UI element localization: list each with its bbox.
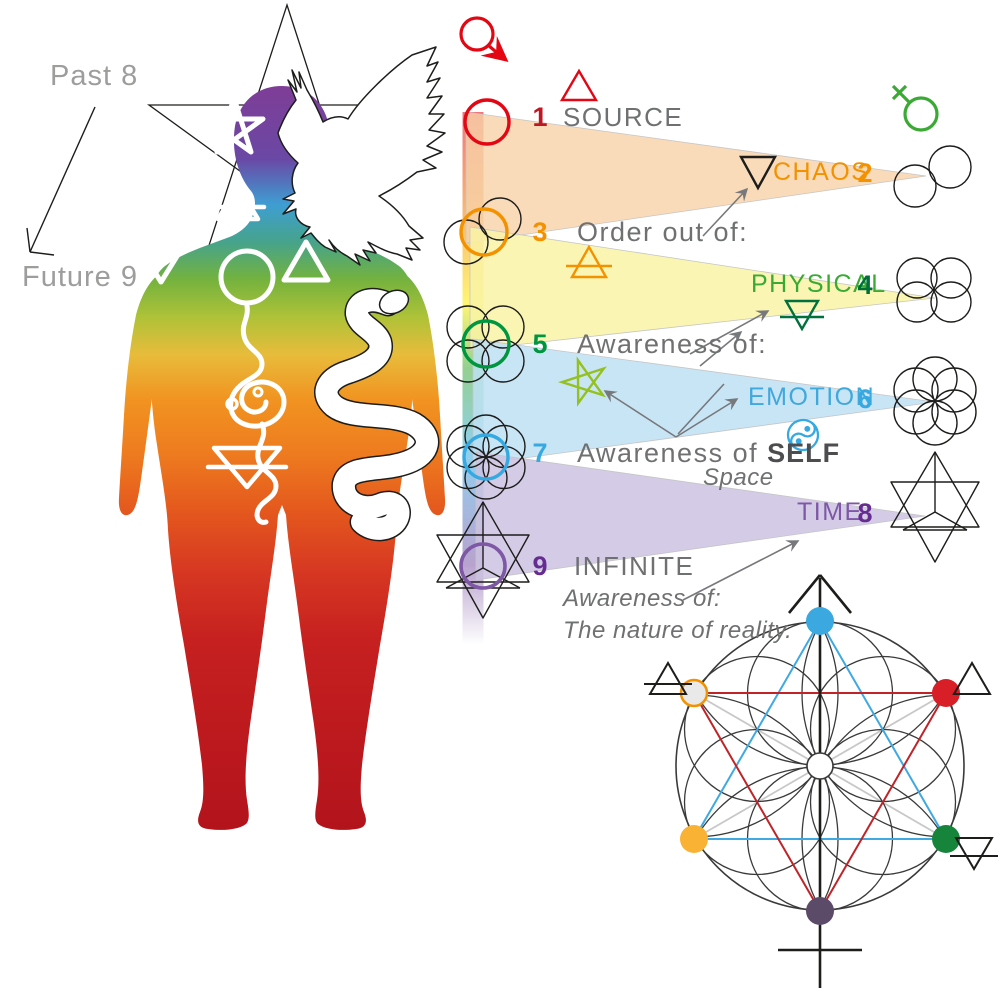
level-8-label: TIME	[797, 498, 863, 526]
cluster-4-circles	[896, 257, 972, 323]
mandala-center-circle	[806, 752, 834, 780]
level-7-label: Awareness of SELF	[577, 440, 840, 467]
level-5-number: 5	[532, 329, 548, 359]
level-3-label: Order out of:	[577, 217, 749, 247]
dot-blue	[806, 607, 834, 635]
fire-triangle-icon	[281, 239, 331, 283]
past-label: Past 8	[50, 60, 139, 92]
kundalini-serpent-icon	[225, 303, 287, 525]
past-future-arrow	[26, 106, 96, 256]
level-1-number: 1	[532, 102, 548, 132]
level-4-label: PHYSICAL	[751, 270, 887, 298]
level-9-sub1: Awareness of:	[563, 585, 722, 612]
cluster-8-merkaba	[890, 451, 980, 563]
venus-icon	[891, 84, 939, 132]
level-9-label: INFINITE	[574, 551, 695, 581]
level-7-label-prefix: Awareness of	[577, 438, 768, 468]
beam-source-chaos	[465, 111, 927, 244]
beam-order-physical	[469, 226, 936, 351]
cluster-2-vesica	[893, 145, 972, 208]
dot-purple	[806, 897, 834, 925]
yin-yang-icon	[786, 418, 820, 452]
dot-green	[932, 825, 960, 853]
level-5-label: Awareness of:	[577, 329, 768, 359]
chest-circle-icon	[218, 248, 276, 306]
circle-clusters-left	[436, 98, 530, 619]
throat-air-triangle-icon	[209, 183, 267, 222]
dot-red	[932, 679, 960, 707]
snake-icon	[314, 287, 440, 542]
beam-self-time	[475, 451, 926, 581]
air-triangle-order-icon	[566, 244, 612, 279]
level-9-sub2: The nature of reality.	[563, 617, 793, 644]
circle-clusters-right	[890, 145, 980, 563]
beam-awareness-emotion	[472, 338, 936, 466]
genesis-mandala	[644, 574, 998, 988]
level-2-number: 2	[857, 158, 873, 188]
cluster-1-source-circle	[463, 98, 511, 146]
rainbow-human-figure	[118, 86, 446, 830]
level-6-label: EMOTION	[748, 383, 876, 411]
cluster-6-flower	[893, 356, 977, 446]
green-pentagram-icon	[557, 356, 607, 407]
mandala-dots	[679, 607, 960, 925]
level-8-number: 8	[857, 498, 873, 528]
mars-icon	[459, 16, 509, 63]
water-triangle-icon	[135, 242, 187, 285]
level-7-sublabel: Space	[703, 464, 774, 491]
fire-triangle-source-icon	[559, 68, 599, 102]
level-6-number: 6	[857, 384, 873, 414]
left-arm	[118, 268, 174, 516]
mandala-earth-triangle-icon	[950, 837, 998, 871]
annotation-arrows	[603, 187, 800, 601]
water-triangle-chaos-icon	[738, 155, 778, 191]
level-7-number: 7	[532, 438, 548, 468]
level-4-number: 4	[857, 270, 873, 300]
level-9-number: 9	[532, 551, 548, 581]
future-label: Future 9	[22, 261, 138, 293]
earth-triangle-physical-icon	[780, 299, 824, 332]
mandala-air-triangle-icon	[644, 661, 692, 695]
level-7-label-self: SELF	[767, 438, 841, 468]
mandala-fire-triangle-icon	[952, 661, 992, 695]
cluster-5-circles	[446, 305, 525, 383]
level-3-number: 3	[532, 217, 548, 247]
eagle-icon	[277, 46, 446, 266]
level-1-label: SOURCE	[563, 102, 684, 132]
level-2-label: CHAOS	[773, 158, 870, 186]
emanation-beams	[465, 111, 936, 581]
dot-orange	[680, 825, 708, 853]
head-pentagram-icon	[202, 95, 266, 155]
